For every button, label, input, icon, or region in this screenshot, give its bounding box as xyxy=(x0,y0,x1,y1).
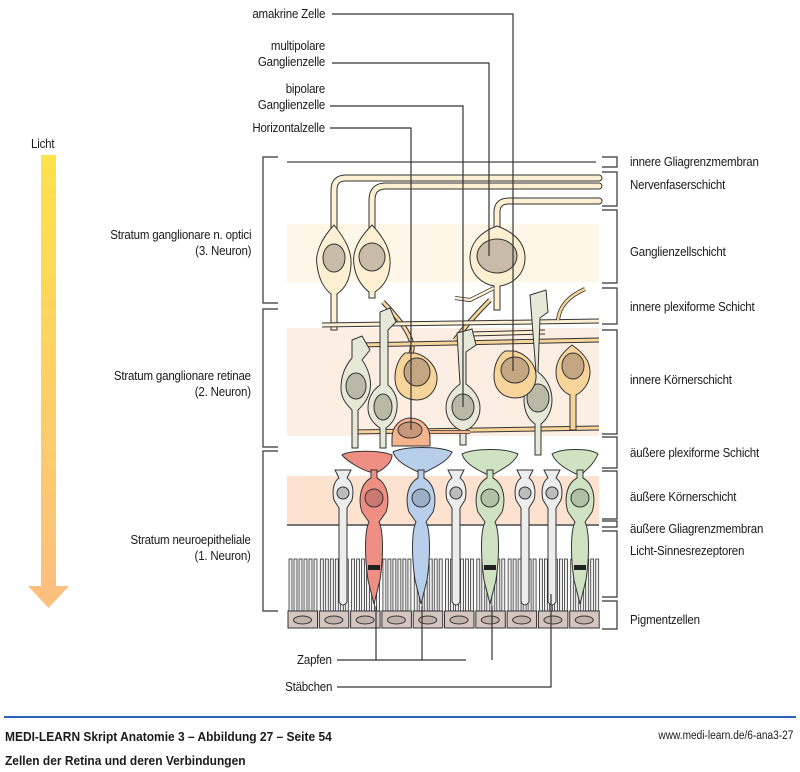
cone-connecting-cilium xyxy=(368,565,380,570)
footer-title: MEDI-LEARN Skript Anatomie 3 – Abbildung… xyxy=(5,729,332,744)
layer-label-licht-sinnesrezeptoren: Licht-Sinnesrezeptoren xyxy=(630,544,745,558)
cone-nucleus xyxy=(364,488,384,508)
leader-lines xyxy=(330,13,552,688)
cone-connecting-cilium xyxy=(484,565,496,570)
figure-caption: Zellen der Retina und deren Verbindungen xyxy=(5,753,246,768)
red-cone-pedicle xyxy=(341,450,393,473)
layer-label-innere-koernerschicht: innere Körnerschicht xyxy=(630,373,732,387)
layer-label-innere-gliagrenzmembran: innere Gliagrenzmembran xyxy=(630,155,759,169)
pigment-nucleus xyxy=(512,615,532,625)
rod-nucleus xyxy=(449,486,463,500)
layer-label-pigmentzellen: Pigmentzellen xyxy=(630,613,700,627)
footer-rule xyxy=(4,716,796,718)
pigment-nucleus xyxy=(324,615,344,625)
rod-nucleus xyxy=(545,486,559,500)
stratum-neuron: (1. Neuron) xyxy=(194,549,251,563)
layer-label-innere-plexiforme-schicht: innere plexiforme Schicht xyxy=(630,300,755,314)
bipolar-cell xyxy=(367,307,398,449)
label-multipolare-ganglienzelle: multipolare Ganglienzelle xyxy=(258,38,325,70)
stratum-name: Stratum ganglionare n. optici xyxy=(109,228,251,242)
layer-brackets xyxy=(602,156,618,630)
green-cone-pedicle xyxy=(551,449,599,475)
label-line: multipolare xyxy=(270,39,325,53)
receptor-terminals xyxy=(341,447,599,475)
layer-label-aeussere-gliagrenzmembran: äußere Gliagrenzmembran xyxy=(630,522,764,536)
cone-connecting-cilium xyxy=(574,565,586,570)
label-staebchen: Stäbchen xyxy=(284,680,332,694)
layer-label-ganglienzellschicht: Ganglienzellschicht xyxy=(630,245,726,259)
amacrine-cell xyxy=(555,344,591,431)
label-line: Ganglienzelle xyxy=(257,55,325,69)
pigment-nucleus xyxy=(480,615,500,625)
photoreceptors xyxy=(332,469,595,606)
label-stratum-ganglionare-retinae: Stratum ganglionare retinae (2. Neuron) xyxy=(114,368,251,400)
ganglion-cell xyxy=(316,224,352,331)
blue-cone-pedicle xyxy=(392,447,453,473)
ganglion-cell xyxy=(353,224,391,299)
label-horizontalzelle: Horizontalzelle xyxy=(252,121,325,135)
bipolar-cells xyxy=(340,289,553,456)
label-amakrine-zelle: amakrine Zelle xyxy=(252,7,325,21)
cone-nucleus xyxy=(570,488,590,508)
leader-amakrine xyxy=(332,13,514,371)
label-zapfen: Zapfen xyxy=(297,653,332,667)
label-stratum-ganglionare-n-optici: Stratum ganglionare n. optici (3. Neuron… xyxy=(110,227,251,259)
label-line: Ganglienzelle xyxy=(257,98,325,112)
ganglion-cells xyxy=(316,224,526,331)
multipolar-ganglion-cell xyxy=(454,225,526,311)
stratum-name: Stratum ganglionare retinae xyxy=(114,369,251,383)
cone-cell-green xyxy=(565,469,595,605)
pigment-cell xyxy=(287,558,318,629)
rod-cell xyxy=(541,469,563,606)
pigment-cell xyxy=(350,558,381,629)
cone-cell-blue xyxy=(406,469,436,605)
pigment-nucleus xyxy=(386,615,406,625)
horizontal-cell xyxy=(391,417,470,447)
leader-zapfen xyxy=(337,606,493,661)
light-arrow xyxy=(28,155,69,608)
stratum-neuron: (2. Neuron) xyxy=(194,385,251,399)
rod-nucleus xyxy=(518,486,532,500)
pigment-nucleus xyxy=(449,615,469,625)
leader-staebchen xyxy=(337,594,552,688)
pigment-nucleus xyxy=(355,615,375,625)
label-stratum-neuroepitheliale: Stratum neuroepitheliale (1. Neuron) xyxy=(131,532,251,564)
rod-nucleus xyxy=(336,486,350,500)
cone-cell-red xyxy=(359,469,389,605)
pigment-nucleus xyxy=(543,615,563,625)
rod-cell xyxy=(514,469,536,606)
layer-label-aeussere-koernerschicht: äußere Körnerschicht xyxy=(630,490,737,504)
layer-label-aeussere-plexiforme-schicht: äußere plexiforme Schicht xyxy=(630,446,759,460)
green-cone-pedicle xyxy=(461,449,519,475)
amacrine-cell xyxy=(493,350,537,399)
pigment-nucleus xyxy=(574,615,594,625)
leader-multipolar xyxy=(332,62,490,256)
stratum-neuron: (3. Neuron) xyxy=(194,244,251,258)
rod-cell xyxy=(332,469,354,606)
label-line: bipolare xyxy=(285,82,326,96)
pigment-cell xyxy=(381,558,412,629)
stratum-name: Stratum neuroepitheliale xyxy=(130,533,251,547)
cone-nucleus xyxy=(411,488,431,508)
pigment-nucleus xyxy=(418,615,438,625)
cone-cell-green xyxy=(475,469,505,605)
pigment-nucleus xyxy=(293,615,312,625)
label-bipolare-ganglienzelle: bipolare Ganglienzelle xyxy=(258,81,325,113)
leader-bipolar xyxy=(330,105,464,407)
rod-cell xyxy=(445,469,467,606)
strata-brackets xyxy=(262,156,278,612)
layer-label-nervenfaserschicht: Nervenfaserschicht xyxy=(630,178,726,192)
cone-nucleus xyxy=(480,488,500,508)
light-label: Licht xyxy=(31,137,55,151)
footer-url-link[interactable]: www.medi-learn.de/6-ana3-27 xyxy=(657,730,793,742)
bipolar-cell xyxy=(340,335,371,449)
nerve-fibers xyxy=(330,174,603,264)
leader-horizontal xyxy=(330,127,412,430)
